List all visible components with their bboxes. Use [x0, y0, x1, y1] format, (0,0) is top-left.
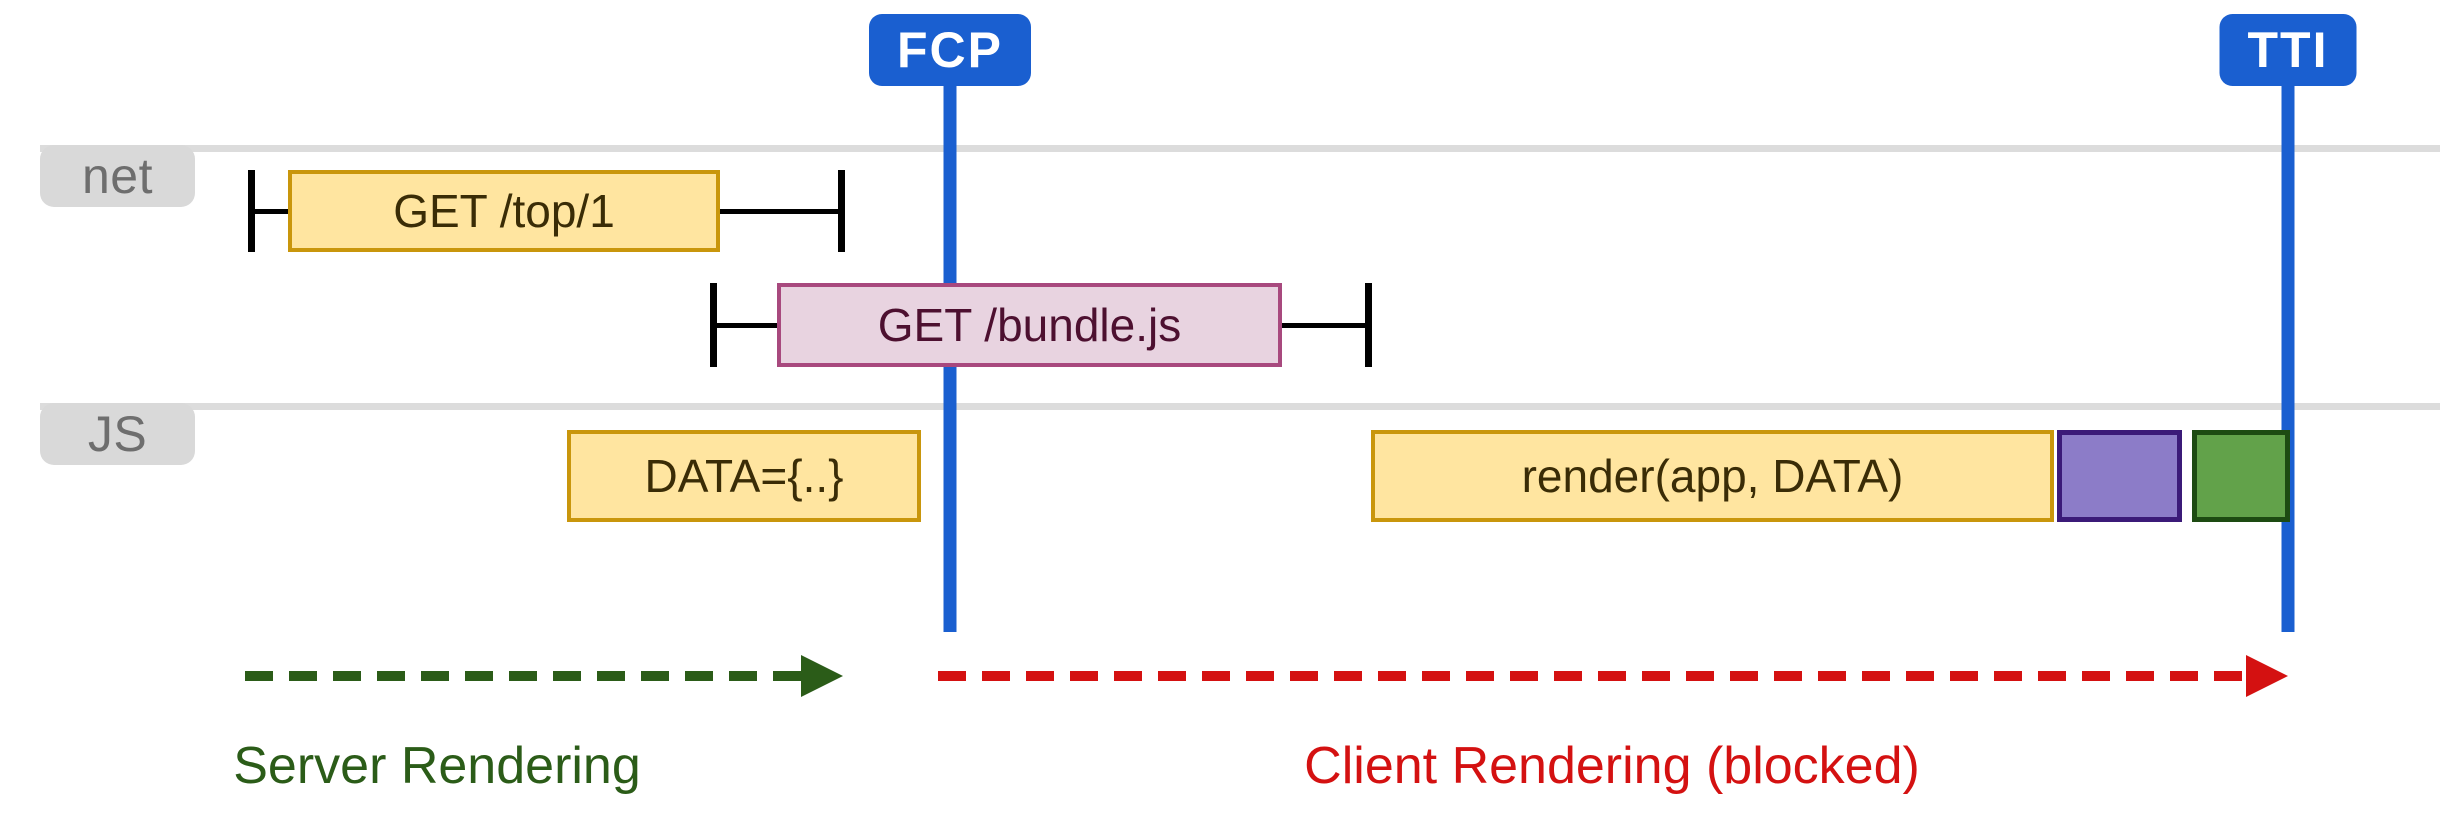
phase-arrow-dashes [938, 671, 2254, 681]
marker-tti-label: TTI [2247, 22, 2329, 78]
lane-label-js-text: JS [87, 406, 148, 462]
marker-tti-flag: TTI [2219, 14, 2357, 86]
whisker-cap-right [838, 170, 845, 252]
marker-fcp-flag: FCP [869, 14, 1031, 86]
lane-rule-js [40, 403, 2440, 410]
phase-label-server-rendering: Server Rendering [233, 737, 641, 795]
marker-tti-stem [2281, 86, 2295, 632]
lane-label-js: JS [40, 403, 195, 465]
task-label-get-top-1: GET /top/1 [393, 185, 615, 237]
task-label-render-app: render(app, DATA) [1521, 450, 1904, 502]
whisker-cap-left [248, 170, 255, 252]
marker-fcp-label: FCP [897, 22, 1003, 78]
phase-arrow-head-icon [801, 655, 843, 697]
lane-label-net: net [40, 145, 195, 207]
task-box-get-bundle-js[interactable]: GET /bundle.js [777, 283, 1282, 367]
whisker-cap-left [710, 283, 717, 367]
phase-label-client-rendering: Client Rendering (blocked) [1304, 737, 1920, 795]
lane-label-net-text: net [81, 148, 153, 204]
task-box-data-assign[interactable]: DATA={..} [567, 430, 921, 522]
whisker-cap-right [1365, 283, 1372, 367]
phase-arrow-head-icon [2246, 655, 2288, 697]
task-box-hydrate-block-2[interactable] [2192, 430, 2290, 522]
task-box-hydrate-block-1[interactable] [2057, 430, 2182, 522]
task-label-data-assign: DATA={..} [644, 450, 844, 502]
task-label-get-bundle-js: GET /bundle.js [877, 299, 1182, 351]
phase-arrow-dashes [245, 671, 809, 681]
task-box-get-top-1[interactable]: GET /top/1 [288, 170, 720, 252]
task-box-render-app[interactable]: render(app, DATA) [1371, 430, 2054, 522]
lane-rule-net [40, 145, 2440, 152]
